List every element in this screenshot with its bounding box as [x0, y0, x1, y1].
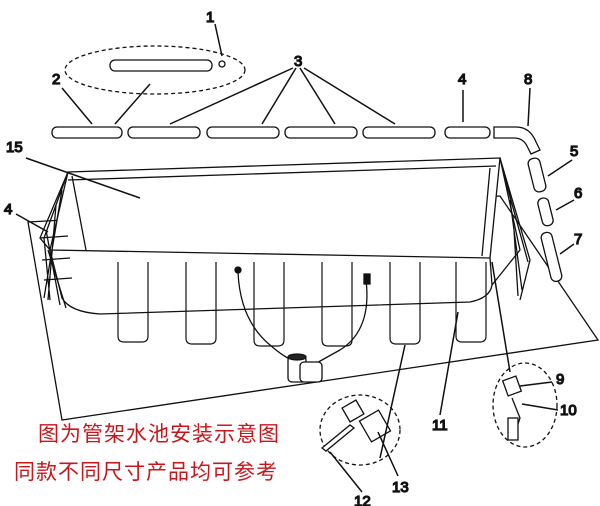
caption-line-1: 图为管架水池安装示意图 — [38, 422, 280, 446]
detail-ellipse-12-13 — [319, 394, 401, 466]
pipe-1 — [109, 59, 213, 72]
label-part-5: 5 — [570, 143, 578, 160]
label-part-8: 8 — [524, 71, 532, 88]
label-part-3: 3 — [294, 53, 302, 70]
label-part-4-top: 4 — [458, 71, 466, 88]
side-frame-right — [499, 157, 531, 301]
label-part-7: 7 — [574, 231, 582, 248]
filter-pump — [234, 266, 371, 383]
label-part-4-left: 4 — [4, 201, 12, 218]
label-part-13: 13 — [392, 479, 409, 496]
side-frame-left — [39, 171, 73, 309]
detail-ellipse-9-10 — [492, 362, 558, 448]
label-part-11: 11 — [432, 417, 448, 434]
label-part-9: 9 — [556, 371, 564, 388]
detail-ellipse-1 — [64, 45, 246, 95]
caption-line-2: 同款不同尺寸产品均可参考 — [14, 460, 278, 484]
label-part-10: 10 — [560, 402, 577, 419]
corner-parts — [527, 157, 563, 283]
label-part-1: 1 — [206, 9, 214, 26]
top-rails — [51, 126, 541, 155]
label-part-15: 15 — [6, 139, 23, 156]
pool-body — [39, 157, 521, 315]
label-part-6: 6 — [574, 185, 582, 202]
u-legs — [117, 262, 487, 347]
label-part-12: 12 — [354, 493, 371, 506]
leader-arrows — [15, 23, 575, 493]
label-part-2: 2 — [52, 71, 60, 88]
